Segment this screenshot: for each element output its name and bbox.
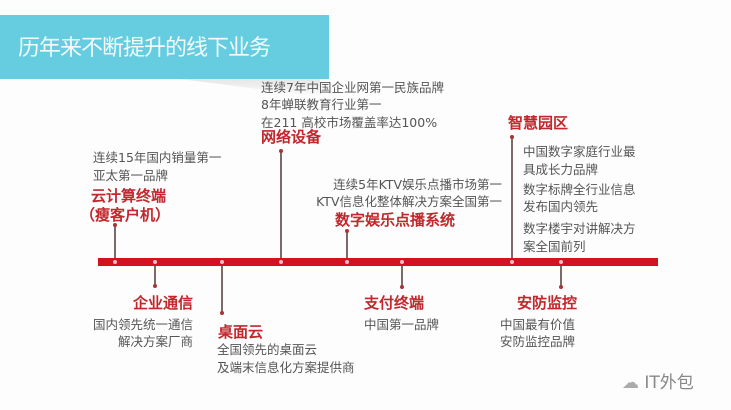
park-desc: 数字楼宇对讲解决方 [523,221,636,236]
security-desc: 安防监控品牌 [500,334,576,349]
park-desc: 具成长力品牌 [523,162,599,177]
timeline-dot [220,260,224,264]
network-desc: 8年蝉联教育行业第一 [261,97,382,112]
timeline-dot [345,260,349,264]
desktop-title: 桌面云 [218,323,264,341]
timeline-dot [559,260,563,264]
connector-desktop [220,266,224,315]
timeline-dot [153,260,157,264]
pay-desc: 中国第一品牌 [364,317,440,332]
security-title: 安防监控 [517,294,578,312]
title-banner: 历年来不断提升的线下业务 [0,15,329,79]
network-title: 网络设备 [261,128,322,146]
watermark-text: IT外包 [644,373,694,393]
security-desc: 中国最有价值 [500,317,576,332]
desktop-desc: 及端末信息化方案提供商 [217,360,355,375]
connector-enterprise [153,266,157,288]
connector-pay [400,266,404,289]
ktv-desc: KTV信息化整体解决方案全国第一 [316,194,502,209]
cloud-desc: 亚太第一品牌 [93,168,169,183]
park-title: 智慧园区 [508,114,569,132]
pay-title: 支付终端 [364,294,425,312]
connector-network [279,149,283,258]
network-desc: 连续7年中国企业网第一民族品牌 [261,80,444,95]
wechat-icon: ☁ [622,373,639,393]
connector-park [510,135,514,258]
desktop-desc: 全国领先的桌面云 [217,342,318,357]
cloud-title-sub: （瘦客户机） [80,206,171,224]
enterprise-title: 企业通信 [132,294,193,312]
enterprise-desc: 国内领先统一通信 [92,317,193,332]
ktv-title: 数字娱乐点播系统 [335,211,456,229]
timeline-dot [400,260,404,264]
park-desc: 案全国前列 [523,239,586,254]
slide-title: 历年来不断提升的线下业务 [18,36,271,61]
timeline-bar [98,258,658,266]
connector-cloud [113,223,117,258]
connector-security [559,266,563,289]
timeline-dot [113,260,117,264]
watermark: ☁ IT外包 [622,368,694,393]
park-desc: 数字标牌全行业信息 [523,182,636,197]
park-desc: 发布国内领先 [523,199,599,214]
timeline-dot [510,260,514,264]
ktv-desc: 连续5年KTV娱乐点播市场第一 [333,177,502,192]
timeline-dot [279,260,283,264]
cloud-desc: 连续15年国内销量第一 [93,150,222,165]
park-desc: 中国数字家庭行业最 [523,144,636,159]
network-desc: 在211 高校市场覆盖率达100% [261,115,438,130]
connector-ktv [345,229,349,258]
cloud-title: 云计算终端 [91,187,167,205]
enterprise-desc: 解决方案厂商 [117,334,193,349]
